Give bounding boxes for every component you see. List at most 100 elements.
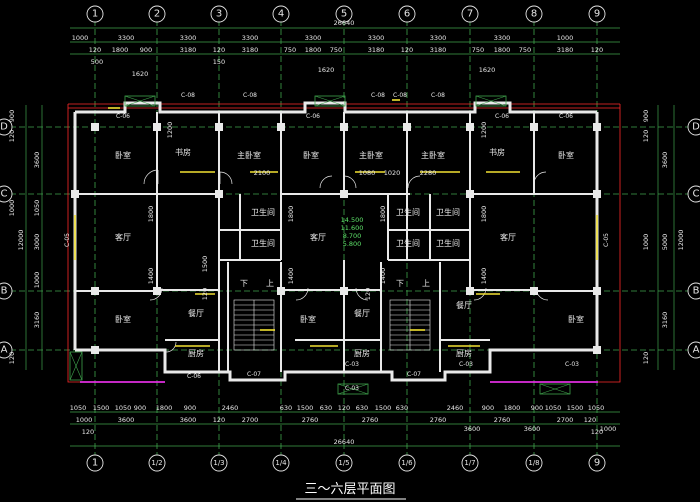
dim-bot-r2-9: 2700 [557,416,574,424]
dim-top-small-1: 150 [213,58,225,66]
room-living-2: 客厅 [310,232,326,242]
inner-dim-12: 120 [201,288,209,300]
room-dining-1: 餐厅 [188,309,204,318]
elevation-0: 14.500 [341,216,364,224]
dim-bot-r1-5: 900 [184,404,196,412]
dim-top-r2-13: 1800 [494,46,511,54]
dim-bot-r1-17: 900 [531,404,543,412]
dim-bot-r1-3: 900 [134,404,146,412]
axis-left-C: C [1,189,8,200]
dim-left-inner-0: 900 [8,110,16,122]
dim-top-r2-2: 900 [140,46,152,54]
axis-bottom-7: 1/7 [464,459,475,467]
room-bath-1: 卫生间 [251,207,275,217]
window-boxes [69,95,571,395]
window-label-5: C-06 [116,113,130,120]
dim-bot-r1-8: 1500 [297,404,314,412]
window-label-11: C-06 [187,373,201,380]
room-bedroom-2: 卧室 [303,150,319,160]
dim-right-outer: 12000 [677,230,685,251]
dim-bot-r1-16: 1800 [504,404,521,412]
dim-bot-r1-1: 1500 [93,404,110,412]
dim-top-r2-1: 1800 [112,46,129,54]
dim-top-r2-10: 120 [401,46,413,54]
room-bath-6: 卫生间 [436,238,460,248]
dim-bot-r1-9: 630 [320,404,332,412]
dim-left-inner-1: 120 [8,130,16,142]
dim-bot-r2-12: 3600 [464,425,481,433]
elevation-1: 11.600 [341,224,364,232]
room-bath-4: 卫生间 [436,207,460,217]
window-label-4: C-08 [393,92,407,99]
dim-bot-r2-11: 3600 [524,425,541,433]
stair-left-up: 上 [266,279,274,288]
dim-top-r2-15: 3180 [557,46,574,54]
dim-top-r2-7: 1800 [305,46,322,54]
dim-right-mid-1: 5000 [661,234,669,251]
windows [74,99,598,383]
inner-dim-1: 1080 [359,169,376,177]
window-label-8: C-06 [559,113,573,120]
dim-left-inner-3: 120 [8,352,16,364]
dim-left-mid-2: 3000 [33,234,41,251]
dim-left-mid-1: 1050 [33,200,41,217]
room-kitchen-1: 厨房 [188,348,204,358]
axis-top-2: 2 [154,9,160,20]
window-label-6: C-06 [306,113,320,120]
room-bedroom-1: 卧室 [115,150,131,160]
axis-left-D: D [0,122,8,133]
dim-top-r1-2: 3300 [180,34,197,42]
dim-right-inner-2: 1000 [642,234,650,251]
axis-bubbles-bottom: 1 1/2 1/3 1/4 1/5 1/6 1/7 1/8 9 [86,454,606,472]
inner-dim-2: 1020 [384,169,401,177]
dim-left-mid-3: 1000 [33,272,41,289]
room-bath-2: 卫生间 [251,238,275,248]
stair-right-down: 下 [396,279,404,288]
axis-top-3: 3 [216,9,222,20]
window-label-17: C-03 [565,361,579,368]
inner-dim-9: 1400 [379,268,387,285]
axis-bottom-2: 1/2 [151,459,162,467]
room-living-3: 客厅 [500,232,516,242]
dim-bot-r1-13: 630 [396,404,408,412]
room-bath-5: 卫生间 [396,238,420,248]
inner-dim-7: 1800 [480,206,488,223]
dim-right-inner-1: 120 [642,130,650,142]
inner-dim-5: 1800 [379,206,387,223]
room-living-1: 客厅 [115,232,131,242]
dim-top-small-4: 1620 [479,66,496,74]
dim-top-r2-4: 120 [213,46,225,54]
room-bedroom-4: 卧室 [115,314,131,324]
dim-top-small-3: 1620 [318,66,335,74]
walls [73,101,599,382]
elevation-3: 5.800 [343,240,362,248]
dim-bot-r1-10: 120 [338,404,350,412]
dim-total-bottom: 26640 [334,438,355,446]
dim-top-r2-0: 120 [89,46,101,54]
dim-top-r2-8: 750 [330,46,342,54]
window-label-16: C-03 [345,385,359,392]
room-kitchen-2: 厨房 [354,348,370,358]
dim-bot-r2-13: 1000 [600,425,617,433]
dim-bot-r2-8: 2760 [494,416,511,424]
room-master-3: 主卧室 [421,150,445,160]
door-swings [143,169,549,353]
axis-right-A: A [693,345,700,356]
stair-left-down: 下 [240,279,248,288]
dim-top-r2-3: 3180 [180,46,197,54]
axis-top-5: 5 [341,9,347,20]
dim-bot-r2-6: 2760 [362,416,379,424]
room-labels: 卧室 书房 主卧室 卧室 主卧室 主卧室 书房 卧室 客厅 卫生间 卫生间 客厅… [115,147,584,358]
dim-bot-r1-4: 1800 [156,404,173,412]
axis-bubbles-left: D C B A [0,118,13,359]
inner-dim-13: 1500 [201,256,209,273]
room-bath-3: 卫生间 [396,207,420,217]
dim-bot-r1-18: 1050 [545,404,562,412]
dim-bot-small-0: 120 [82,428,94,436]
drawing-title: 三～六层平面图 [296,482,406,500]
room-kitchen-3: 厨房 [456,348,472,358]
room-bedroom-3: 卧室 [558,150,574,160]
dim-left-outer: 12000 [17,230,25,251]
axis-bottom-9: 9 [594,458,600,469]
